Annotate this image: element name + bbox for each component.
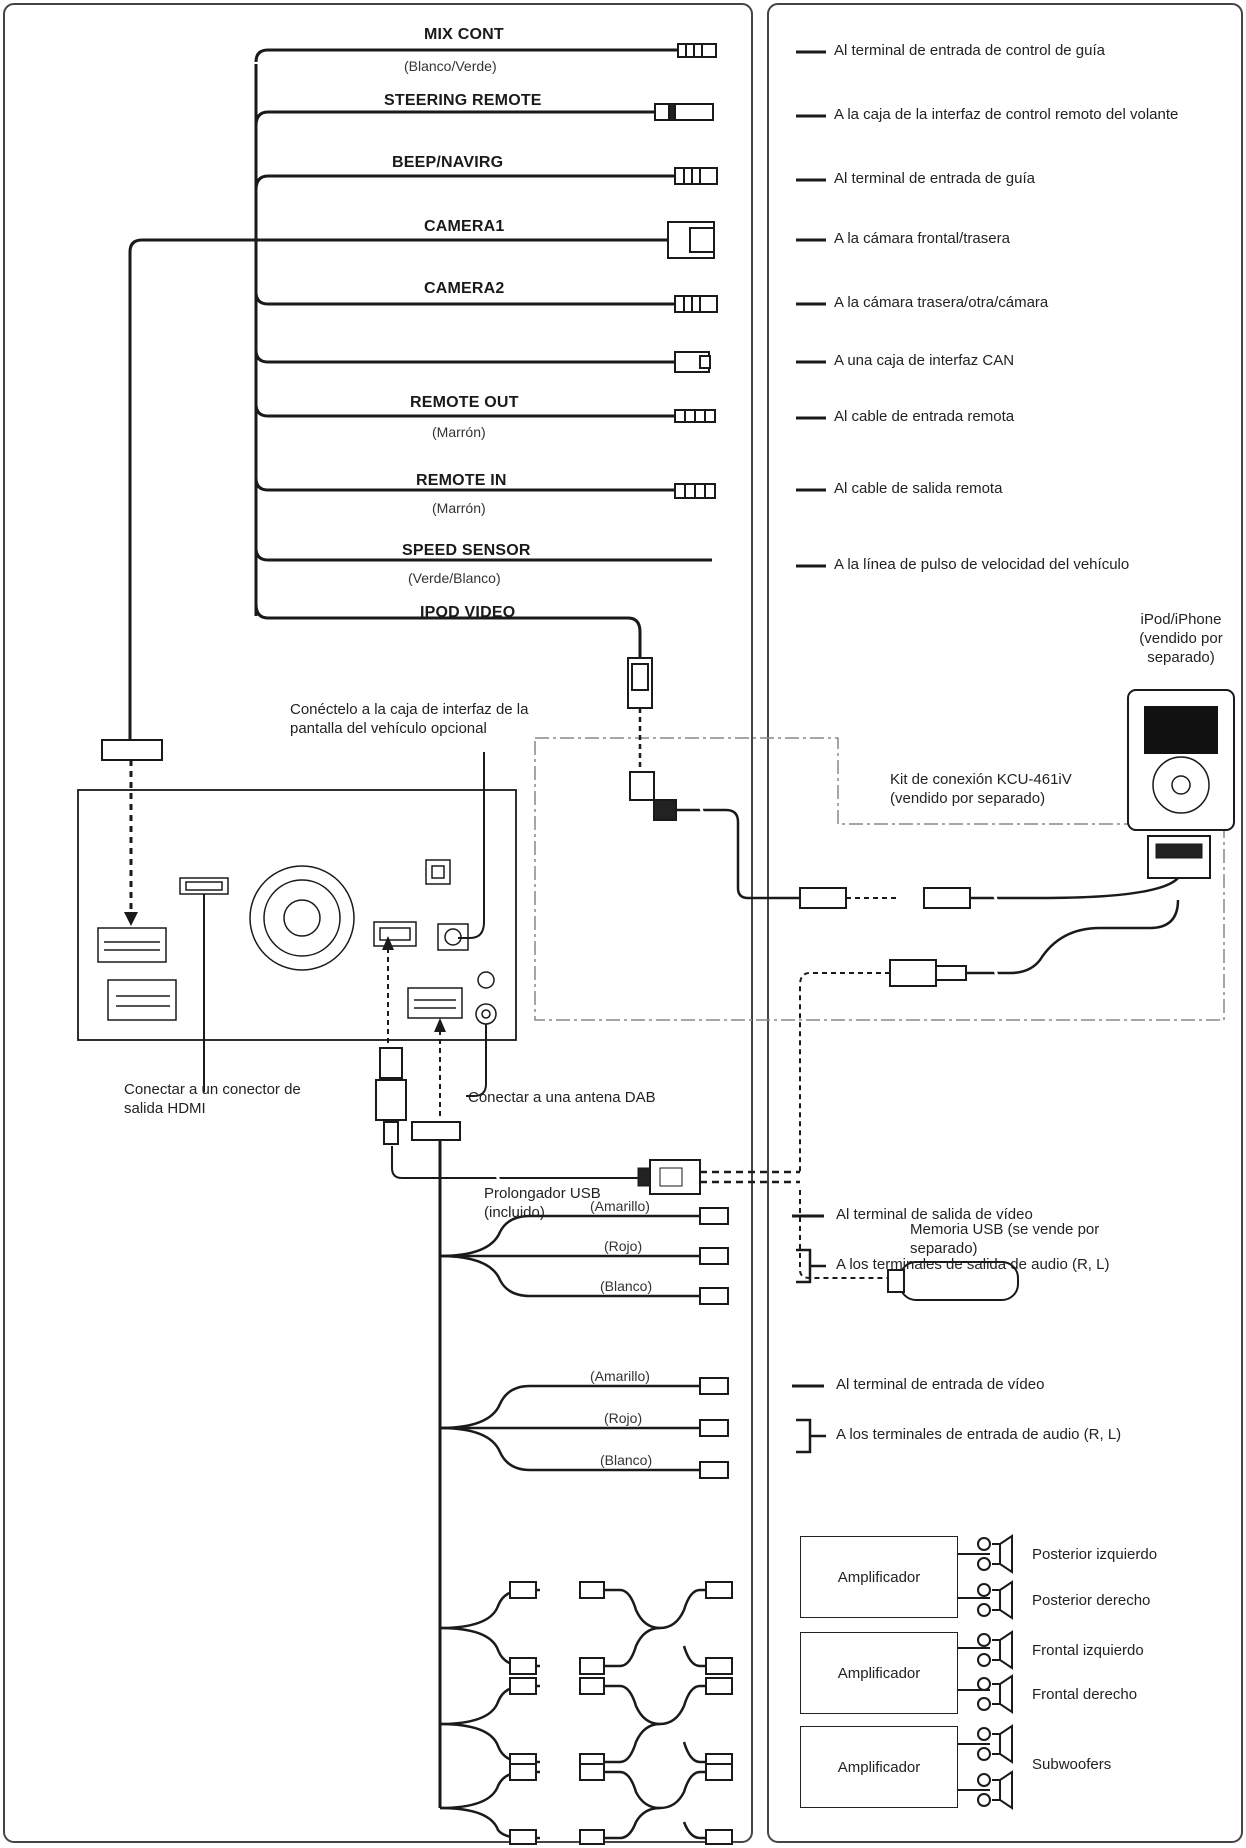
- speaker-rca-plugs: [509, 1581, 733, 1845]
- amplifier-box: Amplificador: [800, 1536, 958, 1618]
- wire-label-camera1: CAMERA1: [424, 218, 505, 235]
- note-usb-extension: Prolongador USB (incluido): [484, 1185, 601, 1221]
- usb-extension-plug: [649, 1159, 701, 1195]
- dest-steering-remote: A la caja de la interfaz de control remo…: [834, 106, 1179, 123]
- rca-in-video: Al terminal de entrada de vídeo: [836, 1376, 1045, 1393]
- dest-camera2: A la cámara trasera/otra/cámara: [834, 294, 1049, 311]
- wire-label-remote-out: REMOTE OUT: [410, 394, 519, 411]
- speaker-label: Frontal izquierdo: [1032, 1642, 1144, 1659]
- speaker-label: Posterior izquierdo: [1032, 1546, 1158, 1563]
- wire-color-remote-in: (Marrón): [432, 500, 486, 516]
- speaker-label: Subwoofers: [1032, 1756, 1112, 1773]
- wire-label-mix-cont: MIX CONT: [424, 26, 504, 43]
- rca-in-color-red: (Rojo): [604, 1410, 643, 1426]
- dest-remote-in: Al cable de salida remota: [834, 480, 1003, 497]
- note-dab: Conectar a una antena DAB: [468, 1089, 656, 1106]
- rca-out-video: Al terminal de salida de vídeo: [836, 1206, 1033, 1223]
- right-panel-markers: [792, 50, 826, 1388]
- speaker-symbols: [956, 1534, 1013, 1810]
- note-hdmi: Conectar a un conector de salida HDMI: [124, 1081, 301, 1117]
- wire-color-remote-out: (Marrón): [432, 424, 486, 440]
- dest-camera1: A la cámara frontal/trasera: [834, 230, 1010, 247]
- amplifier-box: Amplificador: [800, 1726, 958, 1808]
- harness-branches: [238, 48, 712, 658]
- head-unit-ports: [97, 859, 497, 1025]
- rca-in-color-yellow: (Amarillo): [590, 1368, 650, 1384]
- harness-tag: [101, 739, 163, 761]
- head-unit-rear: [77, 789, 517, 1041]
- wire-label-camera2: CAMERA2: [424, 280, 505, 297]
- speaker-label: Frontal derecho: [1032, 1686, 1138, 1703]
- rca-plugs: [699, 1207, 729, 1479]
- wire-label-ipod-video: IPOD VIDEO: [420, 604, 516, 621]
- dest-mix-cont: Al terminal de entrada de control de guí…: [834, 42, 1106, 59]
- wire-label-remote-in: REMOTE IN: [416, 472, 507, 489]
- rca-in-audio: A los terminales de entrada de audio (R,…: [836, 1426, 1122, 1443]
- right-panel-frame: [767, 3, 1243, 1843]
- rca-in-color-white: (Blanco): [600, 1452, 653, 1468]
- note-usb-memory: Memoria USB (se vende por separado): [910, 1221, 1100, 1257]
- rca-out-color-white: (Blanco): [600, 1278, 653, 1294]
- rca-out-color-red: (Rojo): [604, 1238, 643, 1254]
- rca-output-group: [439, 1214, 700, 1472]
- wire-color-speed-sensor: (Verde/Blanco): [408, 570, 501, 586]
- note-vehicle-display: Conéctelo a la caja de interfaz de la pa…: [290, 701, 529, 737]
- rca-out-audio: A los terminales de salida de audio (R, …: [836, 1256, 1110, 1273]
- dest-can: A una caja de interfaz CAN: [834, 352, 1015, 369]
- note-kit: Kit de conexión KCU-461iV (vendido por s…: [890, 771, 1072, 807]
- wire-label-speed-sensor: SPEED SENSOR: [402, 542, 531, 559]
- wire-label-beep-navirg: BEEP/NAVIRG: [392, 154, 504, 171]
- audio-brackets: [796, 1248, 826, 1454]
- dest-remote-out: Al cable de entrada remota: [834, 408, 1015, 425]
- harness-trunk: [128, 238, 238, 740]
- dest-beep-navirg: Al terminal de entrada de guía: [834, 170, 1035, 187]
- wire-label-steering-remote: STEERING REMOTE: [384, 92, 542, 109]
- wire-color-mix-cont: (Blanco/Verde): [404, 58, 497, 74]
- speaker-label: Posterior derecho: [1032, 1592, 1151, 1609]
- rca-out-color-yellow: (Amarillo): [590, 1198, 650, 1214]
- left-panel-frame: [3, 3, 753, 1843]
- amplifier-box: Amplificador: [800, 1632, 958, 1714]
- dest-speed-sensor: A la línea de pulso de velocidad del veh…: [834, 556, 1130, 573]
- harness-connectors: [627, 43, 718, 709]
- speaker-cable-branches: [439, 1588, 720, 1840]
- note-ipod: iPod/iPhone (vendido por separado): [1139, 611, 1223, 666]
